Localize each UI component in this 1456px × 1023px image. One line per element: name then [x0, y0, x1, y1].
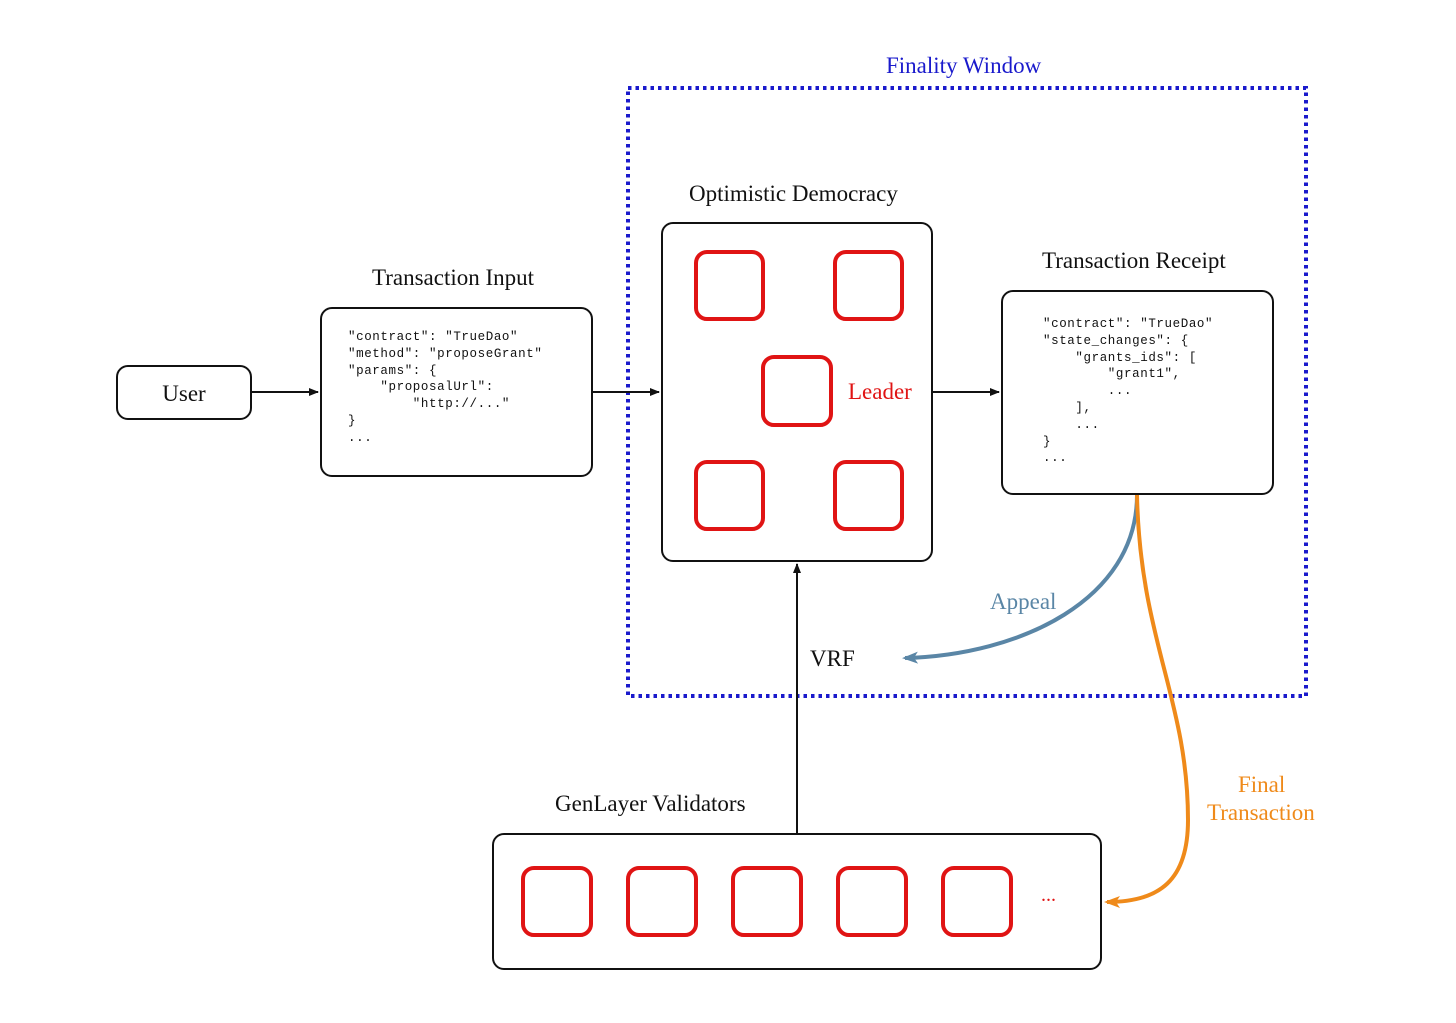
user-node[interactable]: User: [116, 365, 252, 420]
transaction-receipt-box: "contract": "TrueDao" "state_changes": {…: [1001, 290, 1274, 495]
leader-label: Leader: [848, 379, 912, 404]
optimistic-democracy-title: Optimistic Democracy: [689, 181, 898, 206]
final-transaction-label-line1: Final: [1238, 772, 1286, 797]
final-transaction-label-line2: Transaction: [1207, 800, 1315, 825]
transaction-receipt-code: "contract": "TrueDao" "state_changes": {…: [1043, 317, 1214, 466]
validator-node: [941, 866, 1013, 937]
appeal-label: Appeal: [990, 589, 1057, 614]
leader-node: [761, 355, 833, 427]
validator-node-top-left: [694, 250, 765, 321]
validator-node-bottom-right: [833, 460, 904, 531]
transaction-input-box: "contract": "TrueDao" "method": "propose…: [320, 307, 593, 477]
user-label: User: [162, 381, 206, 406]
validator-node: [521, 866, 593, 937]
final-transaction-arrow: [1104, 494, 1191, 908]
validator-node: [731, 866, 803, 937]
finality-window-title: Finality Window: [886, 53, 1042, 78]
validator-node-top-right: [833, 250, 904, 321]
validator-node: [836, 866, 908, 937]
genlayer-validators-title: GenLayer Validators: [555, 791, 746, 816]
transaction-input-code: "contract": "TrueDao" "method": "propose…: [348, 330, 543, 445]
appeal-arrow: [902, 494, 1139, 664]
validators-ellipsis: ...: [1041, 884, 1056, 906]
transaction-receipt-title: Transaction Receipt: [1042, 248, 1226, 273]
validator-node-bottom-left: [694, 460, 765, 531]
transaction-input-title: Transaction Input: [372, 265, 535, 290]
vrf-label: VRF: [810, 646, 855, 671]
validator-node: [626, 866, 698, 937]
